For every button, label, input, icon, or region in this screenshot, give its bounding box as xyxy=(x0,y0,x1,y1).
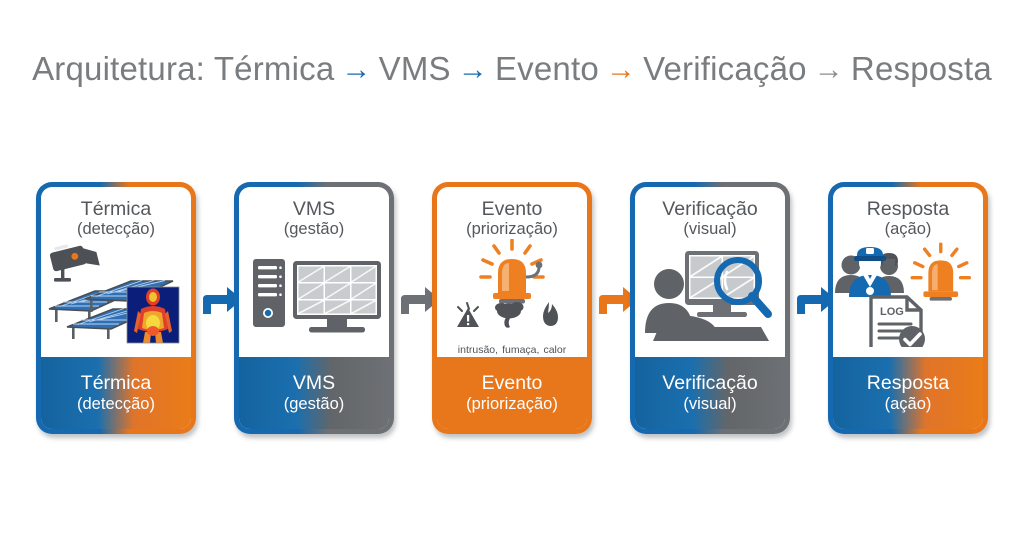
card-termica-artwork xyxy=(41,239,191,357)
card-verificacao-inner: Verificação (visual) xyxy=(635,187,785,429)
arrow-right-icon xyxy=(599,287,638,314)
alarm-siren-icon xyxy=(479,238,545,304)
card-termica-title: Térmica xyxy=(80,198,152,220)
card-resposta-foot-title: Resposta xyxy=(866,371,950,394)
card-evento-foot-subtitle: (priorização) xyxy=(466,395,558,414)
card-vms-foot-subtitle: (gestão) xyxy=(283,395,345,414)
title-prefix: Arquitetura: xyxy=(32,50,214,87)
card-evento-title: Evento xyxy=(481,198,543,220)
card-vms-artwork xyxy=(239,239,389,357)
title-step-2: VMS xyxy=(378,50,451,87)
arrow-right-icon xyxy=(203,287,242,314)
card-vms-foot-title: VMS xyxy=(292,371,336,394)
card-evento-footer: Evento (priorização) xyxy=(437,357,587,429)
alarm-siren-icon xyxy=(910,242,971,301)
intrusion-warning-icon xyxy=(457,301,479,327)
fire-heat-icon xyxy=(543,301,558,326)
thermal-body-image xyxy=(126,286,180,344)
card-evento-artwork: intrusão, fumaça, calor xyxy=(437,238,587,357)
card-resposta-title: Resposta xyxy=(866,198,950,220)
card-termica-inner: Térmica (detecção) xyxy=(41,187,191,429)
page-title: Arquitetura: Térmica→VMS→Evento→Verifica… xyxy=(0,50,1024,88)
card-termica-foot-title: Térmica xyxy=(80,371,152,394)
card-evento-inner: Evento (priorização) xyxy=(437,187,587,429)
connector-3 xyxy=(595,276,641,320)
title-arrow-1: → xyxy=(341,53,372,86)
operator-person-icon xyxy=(645,268,716,333)
title-arrow-4: → xyxy=(813,53,844,86)
title-step-1: Térmica xyxy=(213,50,335,87)
card-evento[interactable]: Evento (priorização) xyxy=(432,182,592,434)
card-resposta-footer: Resposta (ação) xyxy=(833,357,983,429)
card-vms-header: VMS (gestão) xyxy=(239,187,389,239)
title-step-5: Resposta xyxy=(850,50,992,87)
card-resposta-inner: Resposta (ação) xyxy=(833,187,983,429)
card-resposta-foot-subtitle: (ação) xyxy=(884,395,932,414)
card-verificacao-title: Verificação xyxy=(662,198,758,220)
card-verificacao-artwork xyxy=(635,239,785,357)
log-document-text: LOG xyxy=(880,306,904,318)
card-termica-foot-subtitle: (detecção) xyxy=(77,395,155,414)
event-label-smoke: fumaça, xyxy=(502,344,540,356)
card-termica-footer: Térmica (detecção) xyxy=(41,357,191,429)
card-evento-header: Evento (priorização) xyxy=(437,187,587,239)
magnifier-icon xyxy=(714,256,772,318)
server-tower-icon xyxy=(253,258,285,327)
flow-row: Térmica (detecção) xyxy=(36,182,988,434)
log-document-check-icon: LOG xyxy=(869,295,925,347)
title-step-3: Evento xyxy=(494,50,599,87)
title-arrow-3: → xyxy=(605,53,637,86)
card-verificacao-footer: Verificação (visual) xyxy=(635,357,785,429)
card-vms-inner: VMS (gestão) xyxy=(239,187,389,429)
connector-1 xyxy=(199,276,245,320)
solar-panel-icon xyxy=(48,279,174,339)
smoke-icon xyxy=(495,301,524,328)
card-evento-subtitle: (priorização) xyxy=(466,220,558,239)
card-resposta[interactable]: Resposta (ação) xyxy=(828,182,988,434)
security-camera-icon xyxy=(49,244,100,282)
card-verificacao-header: Verificação (visual) xyxy=(635,187,785,239)
event-label-intrusion: intrusão, xyxy=(457,344,499,356)
card-vms[interactable]: VMS (gestão) xyxy=(234,182,394,434)
card-vms-footer: VMS (gestão) xyxy=(239,357,389,429)
card-verificacao-foot-subtitle: (visual) xyxy=(683,395,737,414)
card-termica-header: Térmica (detecção) xyxy=(41,187,191,239)
card-vms-title: VMS xyxy=(292,198,336,220)
arrow-right-icon xyxy=(401,287,440,314)
title-arrow-2: → xyxy=(457,53,488,86)
card-evento-foot-title: Evento xyxy=(481,371,543,394)
card-verificacao-subtitle: (visual) xyxy=(683,220,737,239)
card-termica-subtitle: (detecção) xyxy=(77,220,155,239)
connector-2 xyxy=(397,276,443,320)
connector-4 xyxy=(793,276,839,320)
card-vms-subtitle: (gestão) xyxy=(283,220,345,239)
card-termica[interactable]: Térmica (detecção) xyxy=(36,182,196,434)
event-labels: intrusão, fumaça, calor xyxy=(437,344,587,356)
arrow-right-icon xyxy=(797,287,836,314)
title-step-4: Verificação xyxy=(643,50,807,87)
card-resposta-artwork: LOG xyxy=(833,239,983,357)
video-wall-monitor-icon xyxy=(293,260,381,333)
card-verificacao[interactable]: Verificação (visual) xyxy=(630,182,790,434)
card-verificacao-foot-title: Verificação xyxy=(662,371,758,394)
card-resposta-header: Resposta (ação) xyxy=(833,187,983,239)
event-label-heat: calor xyxy=(543,344,567,356)
card-resposta-subtitle: (ação) xyxy=(884,220,932,239)
security-team-icon xyxy=(835,246,904,297)
